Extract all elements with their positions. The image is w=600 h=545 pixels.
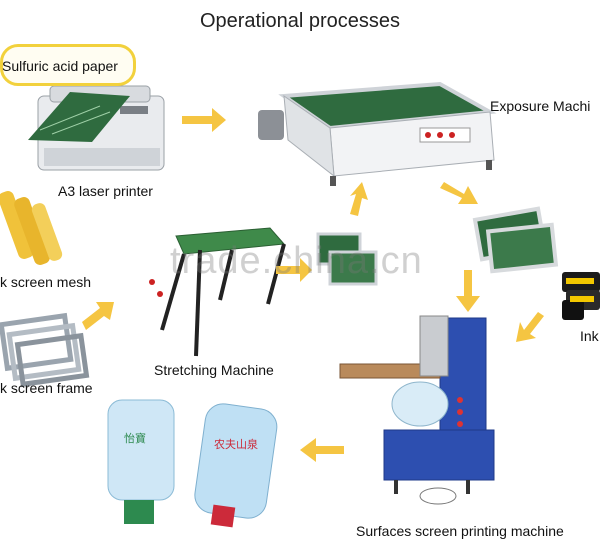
arrow-exposure-down-right xyxy=(440,182,478,204)
label-screen-mesh: k screen mesh xyxy=(0,274,92,290)
bottle-brand-right: 农夫山泉 xyxy=(214,439,258,451)
flow-arrows xyxy=(82,108,544,462)
label-exposure-machine: Exposure Machi xyxy=(490,98,591,114)
sulfuric-paper-callout xyxy=(0,44,136,86)
arrow-ink-to-machine xyxy=(516,312,544,342)
arrow-stretching-to-screens xyxy=(276,258,312,282)
label-stretching-machine: Stretching Machine xyxy=(154,362,274,378)
exposed-screens-image xyxy=(472,206,559,274)
screen-printing-machine-image xyxy=(339,315,495,505)
arrow-frames-to-stretching xyxy=(82,302,114,330)
screen-mesh-rolls-image xyxy=(0,191,63,265)
exposure-machine-image xyxy=(258,81,497,186)
stretched-screens-image xyxy=(316,232,378,286)
arrow-screens-to-exposure xyxy=(350,182,368,216)
arrow-exposed-down xyxy=(456,270,480,312)
laser-printer-image xyxy=(28,85,165,171)
label-printing-machine: Surfaces screen printing machine xyxy=(356,523,564,539)
label-screen-frame: k screen frame xyxy=(0,380,93,396)
screen-frames-image xyxy=(0,312,90,388)
watermark: trade.china.cn xyxy=(170,240,423,282)
label-laser-printer: A3 laser printer xyxy=(58,183,153,199)
water-bottles-image xyxy=(107,399,278,528)
label-ink: Ink xyxy=(580,328,599,344)
bottle-brand-left: 怡寶 xyxy=(124,433,146,445)
diagram-title: Operational processes xyxy=(199,10,401,32)
arrow-printer-to-exposure xyxy=(182,108,226,132)
arrow-machine-to-bottles xyxy=(300,438,344,462)
callout-text: Sulfuric acid paper xyxy=(2,58,118,74)
ink-cans-image xyxy=(562,272,600,320)
